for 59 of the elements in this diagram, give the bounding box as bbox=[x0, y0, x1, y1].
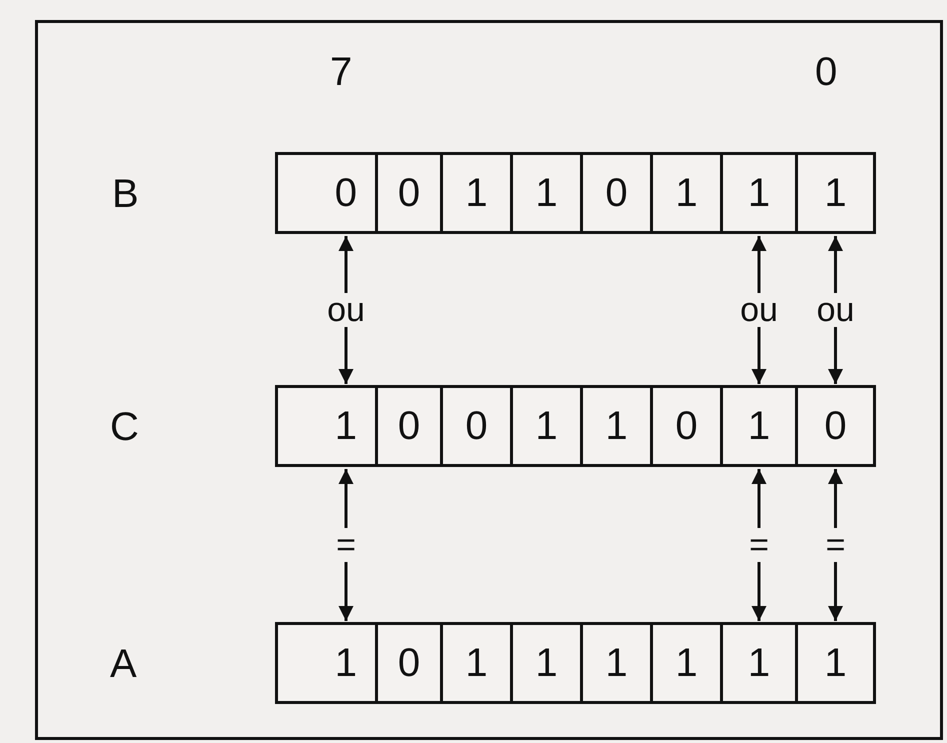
bit-value: 0 bbox=[398, 404, 420, 448]
edge-label: = bbox=[748, 528, 770, 562]
bit-cell bbox=[275, 152, 378, 234]
bit-cell bbox=[650, 385, 723, 467]
bit-cell bbox=[275, 385, 378, 467]
bit-value: 1 bbox=[748, 640, 770, 686]
bit-value: 0 bbox=[334, 170, 357, 216]
bit-cell bbox=[795, 622, 876, 704]
bit-value: 0 bbox=[824, 404, 847, 448]
bit-index: 7 bbox=[330, 50, 352, 95]
bit-value: 1 bbox=[748, 170, 770, 216]
bit-value: 1 bbox=[535, 640, 558, 686]
bit-value: 1 bbox=[605, 640, 628, 686]
bit-cell bbox=[510, 385, 583, 467]
register-name: C bbox=[110, 405, 139, 450]
bit-cell bbox=[510, 622, 583, 704]
bit-cell bbox=[720, 385, 798, 467]
bit-value: 1 bbox=[748, 404, 770, 448]
bit-cell bbox=[440, 385, 513, 467]
bit-cell bbox=[375, 622, 443, 704]
bit-value: 1 bbox=[334, 404, 357, 448]
bit-index: 0 bbox=[815, 50, 838, 95]
bit-value: 1 bbox=[675, 170, 698, 216]
bit-cell bbox=[580, 152, 653, 234]
edge-label: ou bbox=[816, 292, 856, 326]
bit-value: 0 bbox=[465, 404, 488, 448]
bit-value: 1 bbox=[535, 404, 558, 448]
bit-cell bbox=[650, 622, 723, 704]
bit-cell bbox=[375, 385, 443, 467]
bit-cell bbox=[375, 152, 443, 234]
bit-cell bbox=[795, 385, 876, 467]
register-name: A bbox=[110, 642, 137, 687]
bit-cell bbox=[720, 152, 798, 234]
bit-value: 0 bbox=[675, 404, 698, 448]
bit-value: 1 bbox=[824, 640, 847, 686]
bit-cell bbox=[580, 385, 653, 467]
bit-value: 1 bbox=[334, 640, 357, 686]
bit-value: 1 bbox=[675, 640, 698, 686]
bit-value: 1 bbox=[465, 170, 488, 216]
bit-cell bbox=[795, 152, 876, 234]
bit-value: 1 bbox=[605, 404, 628, 448]
bit-cell bbox=[580, 622, 653, 704]
edge-label: ou bbox=[739, 292, 779, 326]
bit-value: 1 bbox=[465, 640, 488, 686]
register-name: B bbox=[112, 172, 139, 217]
edge-label: = bbox=[335, 528, 357, 562]
bit-cell bbox=[275, 622, 378, 704]
bit-cell bbox=[440, 622, 513, 704]
bit-value: 1 bbox=[535, 170, 558, 216]
bit-value: 0 bbox=[398, 170, 420, 216]
bit-cell bbox=[650, 152, 723, 234]
bit-cell bbox=[510, 152, 583, 234]
bit-cell bbox=[720, 622, 798, 704]
bit-value: 1 bbox=[824, 170, 847, 216]
bit-value: 0 bbox=[398, 640, 420, 686]
bit-cell bbox=[440, 152, 513, 234]
edge-label: ou bbox=[326, 292, 366, 326]
edge-label: = bbox=[824, 528, 846, 562]
bit-value: 0 bbox=[605, 170, 628, 216]
